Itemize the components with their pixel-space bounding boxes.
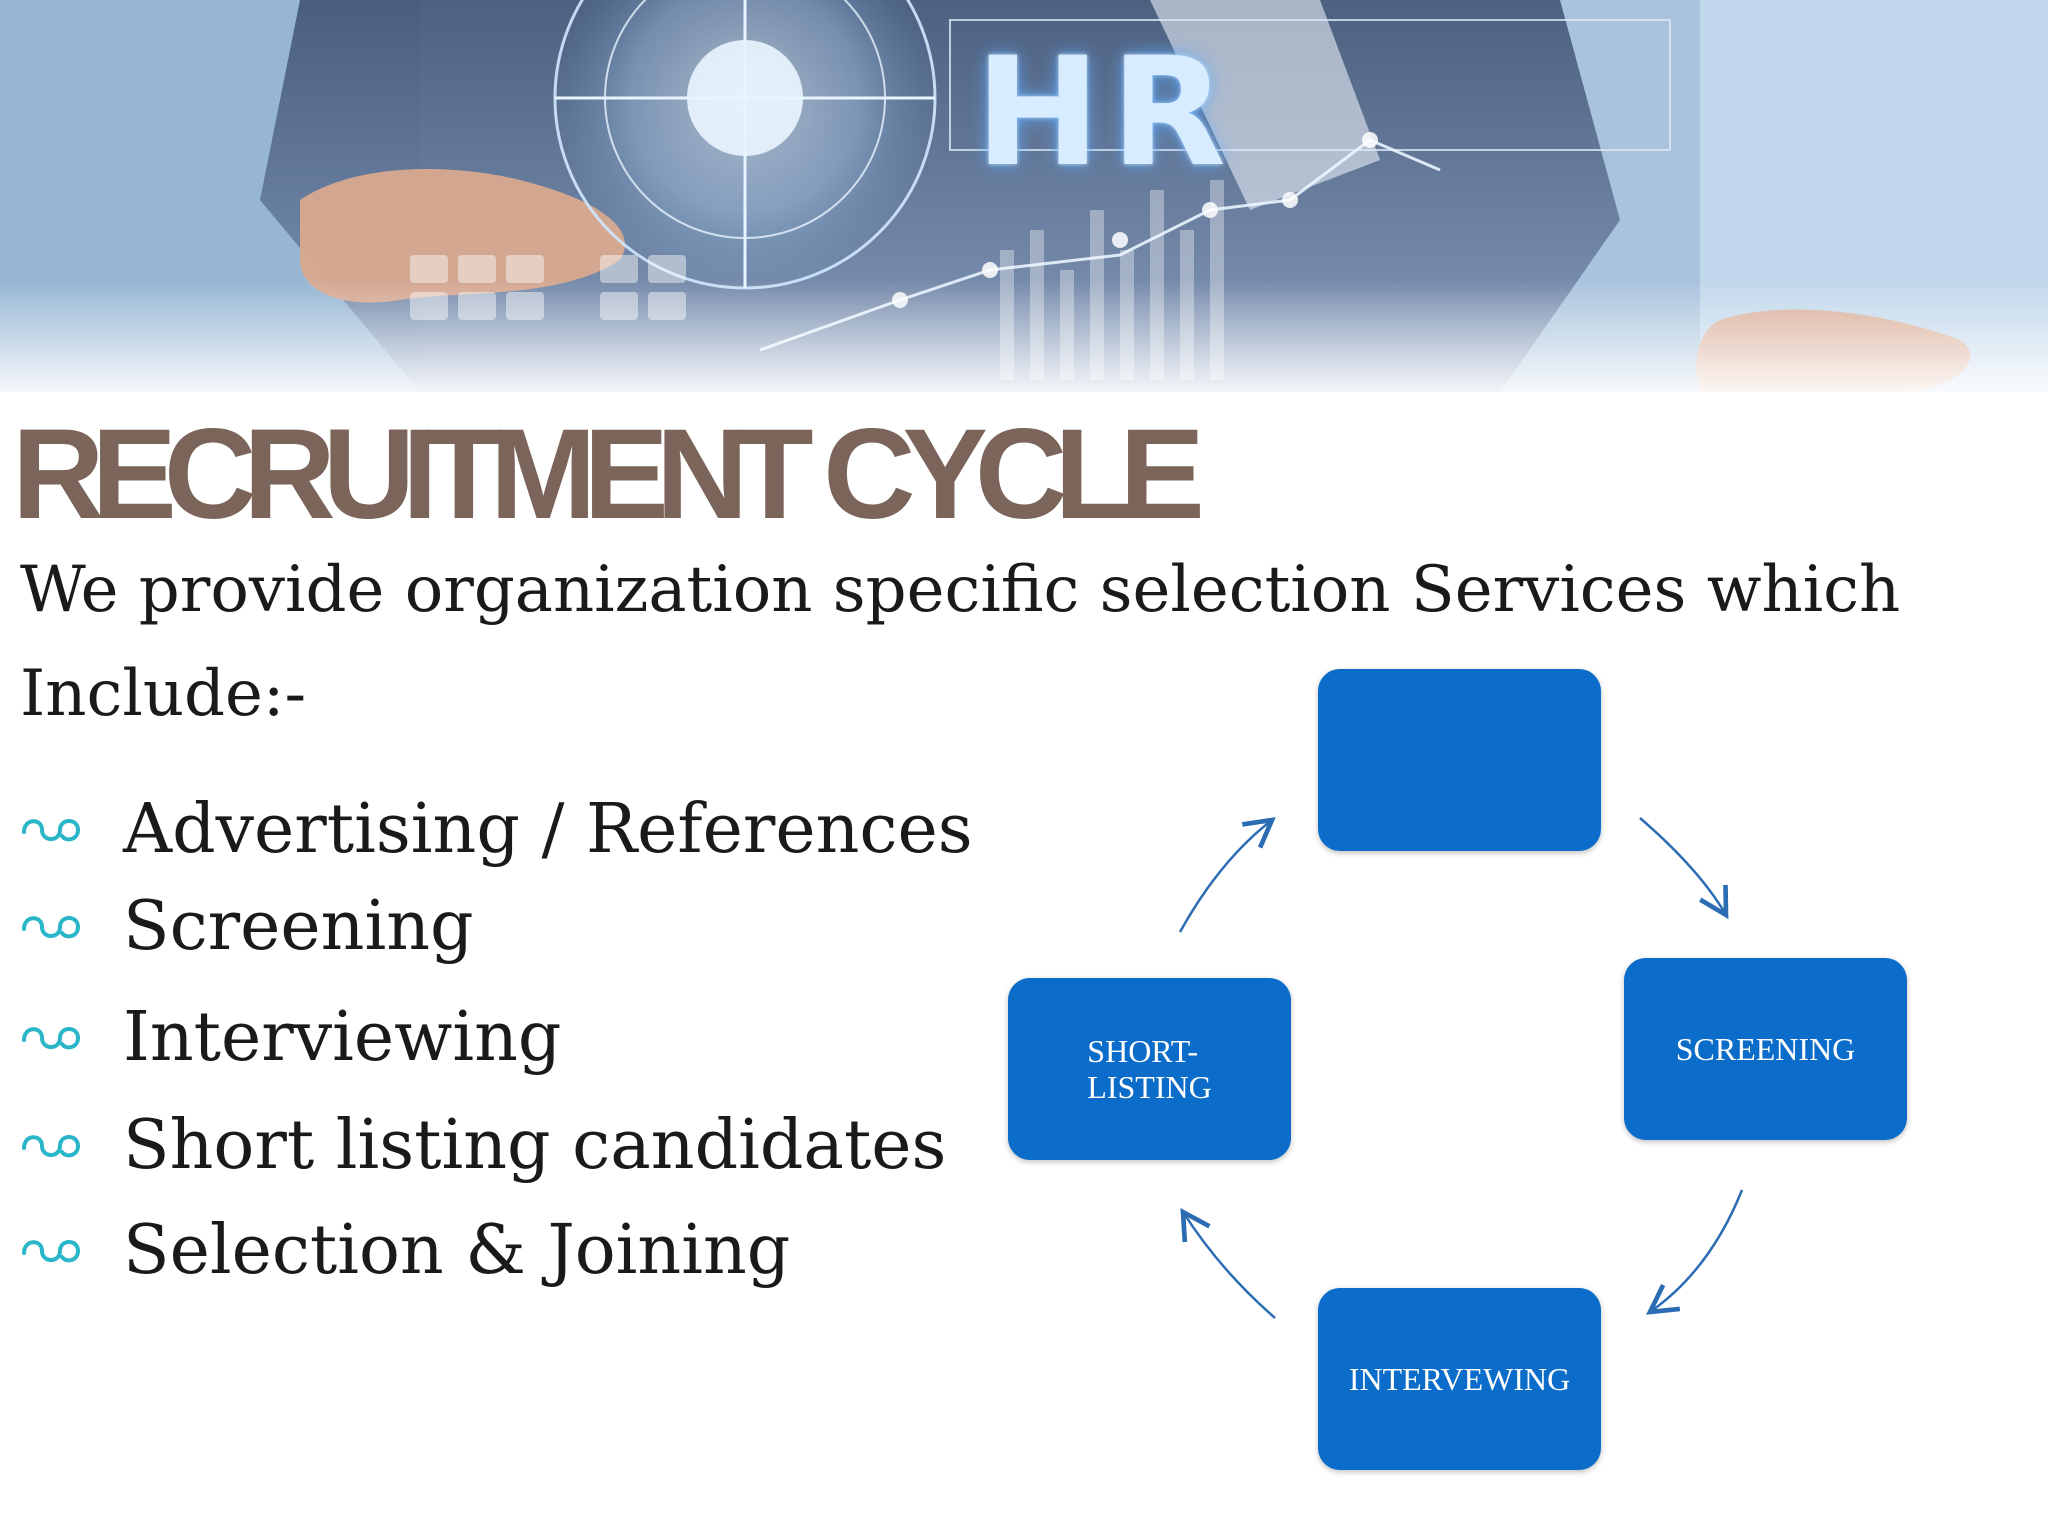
curly-loop-bullet-icon: [22, 916, 81, 939]
cycle-arrow-bottom-right: [1646, 1189, 1744, 1315]
cycle-arrow-bottom-left: [1180, 1207, 1276, 1319]
cycle-step-label: SCREENING: [1675, 1031, 1856, 1067]
service-item-label: Screening: [123, 887, 474, 966]
service-item-label: Advertising / References: [123, 790, 973, 869]
service-item-label: Selection & Joining: [123, 1211, 791, 1290]
page-title: RECRUITMENT CYCLE: [12, 403, 1205, 546]
cycle-arrow-top-left: [1178, 817, 1276, 933]
curly-loop-bullet-icon: [22, 1027, 81, 1050]
cycle-step-label: INTERVEWING: [1348, 1361, 1571, 1397]
curly-loop-bullet-icon: [22, 1240, 81, 1263]
hr-banner-image: HR: [0, 0, 2048, 392]
curly-loop-bullet-icon: [22, 819, 81, 842]
cycle-step-label: SHORT- LISTING: [1087, 1033, 1212, 1105]
banner-graphic: [0, 0, 2048, 392]
service-item-label: Short listing candidates: [123, 1106, 947, 1185]
hr-logo-text: HR: [975, 26, 1237, 200]
cycle-arrow-top-right: [1639, 817, 1729, 920]
cycle-step-top: [1318, 669, 1601, 851]
cycle-step-short-listing: SHORT- LISTING: [1008, 978, 1291, 1160]
cycle-step-screening: SCREENING: [1624, 958, 1907, 1140]
curly-loop-bullet-icon: [22, 1135, 81, 1158]
service-item-label: Interviewing: [123, 998, 562, 1077]
intro-paragraph: We provide organization specific selecti…: [20, 553, 1901, 731]
cycle-step-interviewing: INTERVEWING: [1318, 1288, 1601, 1470]
